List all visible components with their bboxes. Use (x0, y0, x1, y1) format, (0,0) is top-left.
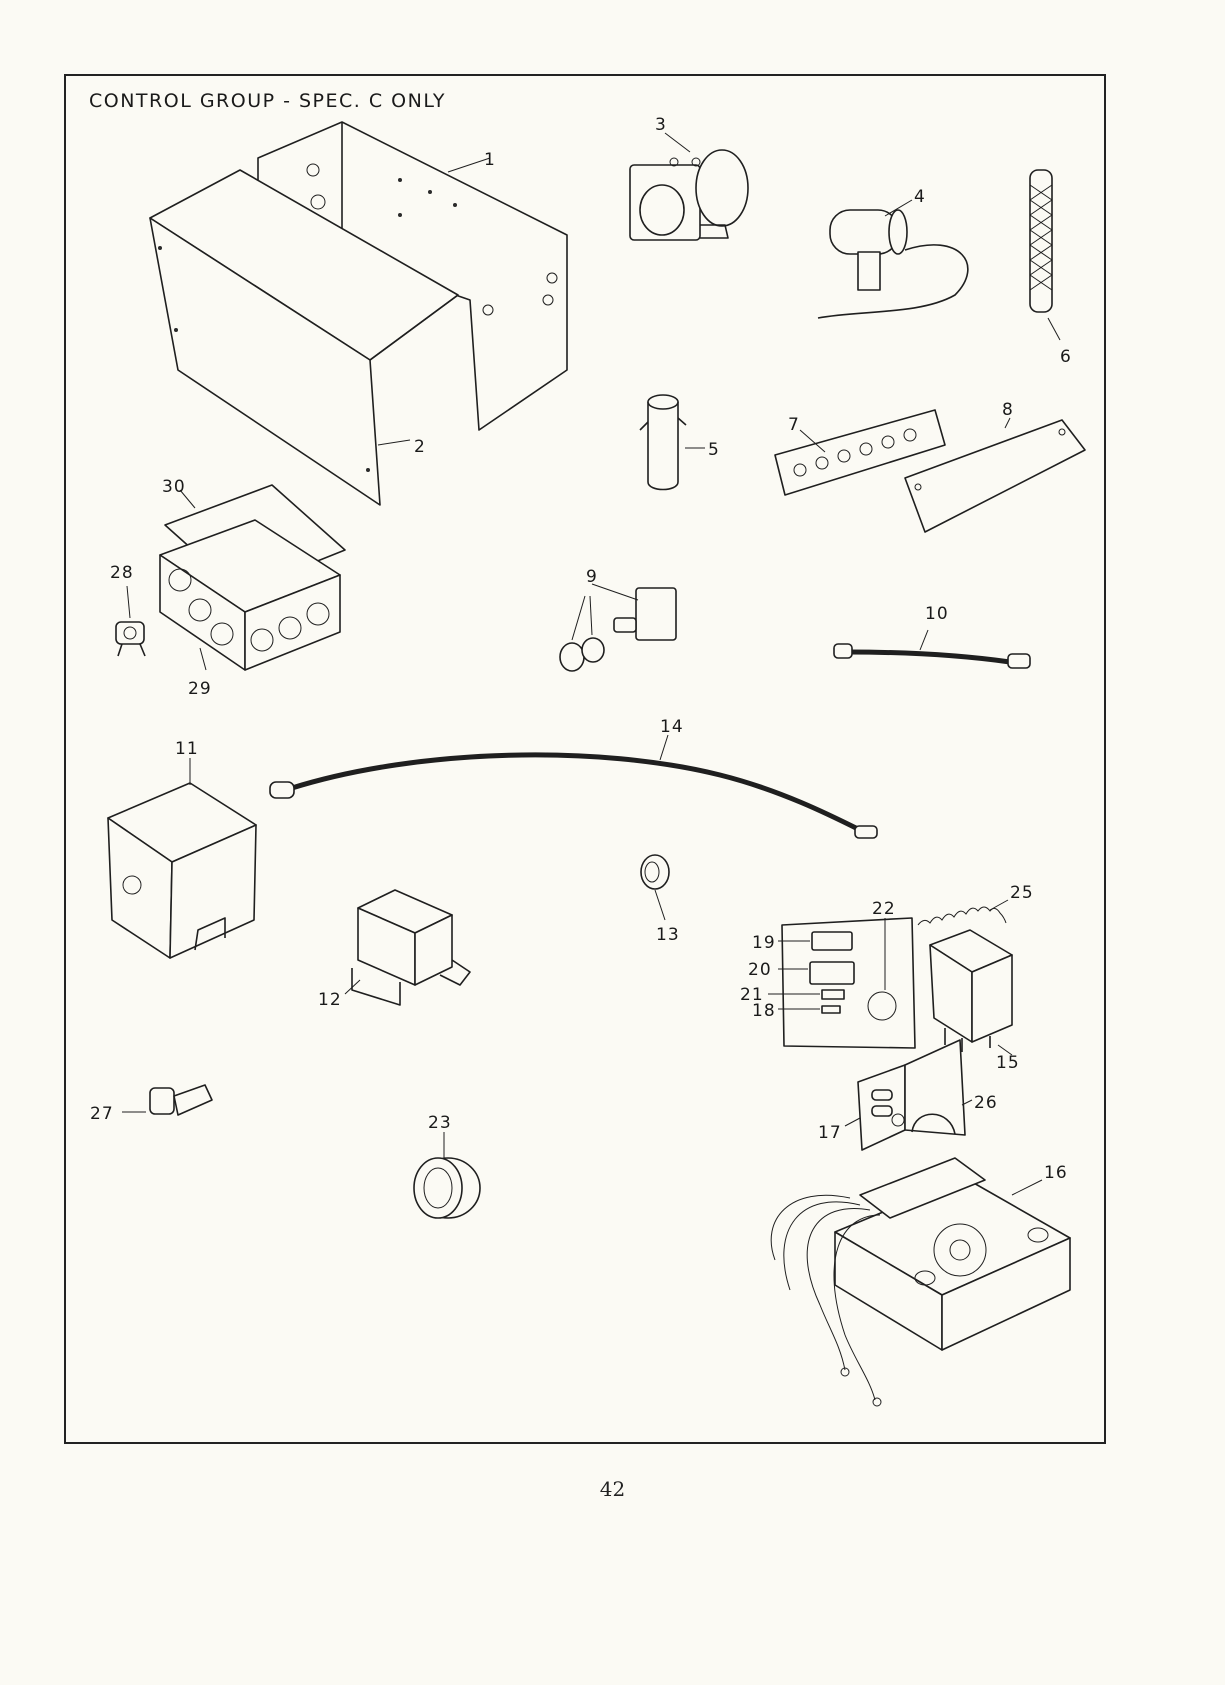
part-5-sleeve (640, 395, 686, 490)
part-10-short-cable (834, 644, 1030, 668)
callout-14: 14 (660, 717, 684, 737)
part-6-resistor (1030, 170, 1052, 312)
callout-30: 30 (162, 477, 186, 497)
callout-7: 7 (788, 415, 800, 435)
part-23-large-grommet (414, 1158, 480, 1218)
callout-16: 16 (1044, 1163, 1068, 1183)
callout-18: 18 (752, 1001, 776, 1021)
callout-10: 10 (925, 604, 949, 624)
callout-26: 26 (974, 1093, 998, 1113)
callout-20: 20 (748, 960, 772, 980)
callout-4: 4 (914, 187, 926, 207)
callout-19: 19 (752, 933, 776, 953)
leader-line-13 (655, 890, 665, 920)
part-4-capacitor (818, 210, 968, 318)
callout-28: 28 (110, 563, 134, 583)
part-28-connector (116, 622, 145, 656)
leader-line-25 (990, 900, 1008, 910)
part-26-mounting-bracket (905, 1040, 965, 1135)
callout-6: 6 (1060, 347, 1072, 367)
callout-3: 3 (655, 115, 667, 135)
leader-line-6 (1048, 318, 1060, 340)
callout-8: 8 (1002, 400, 1014, 420)
callout-1: 1 (484, 150, 496, 170)
leader-line-9a (592, 584, 638, 600)
part-17-relay-board (858, 1065, 905, 1150)
callout-27: 27 (90, 1104, 114, 1124)
leader-line-29 (200, 648, 206, 670)
part-25-coil-spring (918, 907, 1006, 925)
leader-line-14 (660, 735, 668, 760)
callout-9: 9 (586, 567, 598, 587)
leader-line-28 (127, 586, 130, 618)
leader-line-9b (572, 596, 585, 640)
callout-12: 12 (318, 990, 342, 1010)
page-number: 42 (0, 1477, 1225, 1501)
part-27-limit-switch (150, 1085, 212, 1115)
leader-line-17 (845, 1118, 860, 1126)
callout-25: 25 (1010, 883, 1034, 903)
leader-line-10 (920, 630, 928, 650)
leader-line-3 (665, 133, 690, 152)
callout-23: 23 (428, 1113, 452, 1133)
leader-line-9c (590, 596, 592, 635)
callout-2: 2 (414, 437, 426, 457)
part-3-solenoid (630, 150, 748, 240)
part-16-relay-base-assembly (771, 1158, 1070, 1406)
part-13-grommet (641, 855, 669, 889)
part-14-long-cable (270, 755, 877, 838)
part-12-relay (352, 890, 470, 1005)
callout-13: 13 (656, 925, 680, 945)
callout-11: 11 (175, 739, 199, 759)
callout-17: 17 (818, 1123, 842, 1143)
part-22-circuit-board (782, 918, 915, 1048)
part-11-transformer (108, 783, 256, 958)
leader-line-2 (378, 440, 410, 445)
callout-15: 15 (996, 1053, 1020, 1073)
part-9-toggle-switch (560, 588, 676, 671)
callout-22: 22 (872, 899, 896, 919)
leader-line-16 (1012, 1180, 1042, 1195)
callout-5: 5 (708, 440, 720, 460)
callout-29: 29 (188, 679, 212, 699)
part-15-plug-in-relay (930, 930, 1012, 1052)
